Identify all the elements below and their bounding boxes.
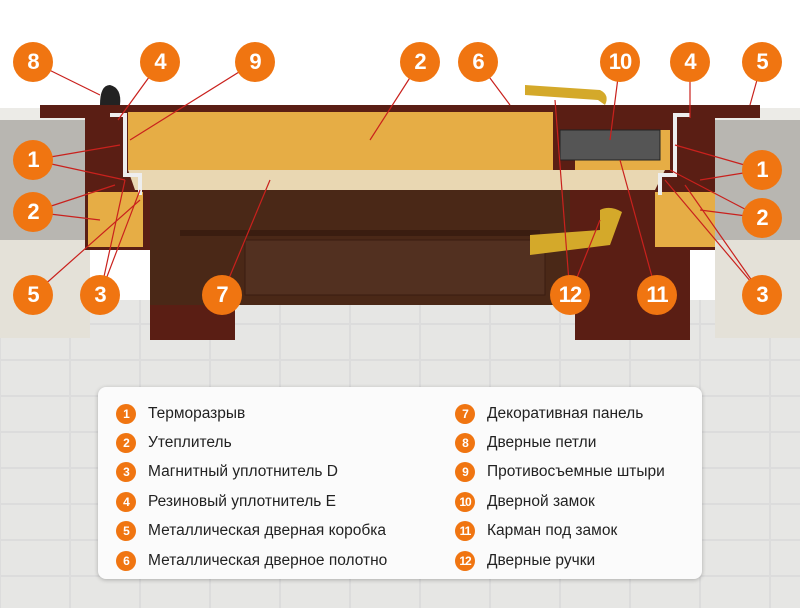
callout-3: 3 — [742, 275, 782, 315]
number-badge: 5 — [116, 521, 136, 542]
callout-10: 10 — [600, 42, 640, 82]
door-handle-top — [525, 85, 607, 105]
callout-3: 3 — [80, 275, 120, 315]
legend-label: Декоративная панель — [487, 404, 644, 422]
legend-item: 8 Дверные петли — [455, 428, 665, 457]
legend-item: 9 Противосъемные штыри — [455, 458, 665, 487]
legend-left-column: 1 Терморазрыв 2 Утеплитель 3 Магнитный упло… — [116, 399, 387, 575]
legend-label: Утеплитель — [148, 434, 232, 452]
number-badge: 2 — [116, 433, 136, 454]
legend-panel: 1 Терморазрыв 2 Утеплитель 3 Магнитный упло… — [98, 387, 702, 579]
lock — [559, 129, 661, 161]
legend-item: 11 Карман под замок — [455, 517, 665, 546]
callout-2: 2 — [13, 192, 53, 232]
callout-1: 1 — [13, 140, 53, 180]
callout-4: 4 — [140, 42, 180, 82]
legend-item: 3 Магнитный уплотнитель D — [116, 458, 387, 487]
legend-item: 7 Декоративная панель — [455, 399, 665, 428]
number-badge: 12 — [455, 550, 475, 571]
number-badge: 11 — [455, 521, 475, 542]
callout-7: 7 — [202, 275, 242, 315]
legend-label: Резиновый уплотнитель E — [148, 492, 336, 510]
legend-label: Дверной замок — [487, 492, 595, 510]
legend-label: Металлическая дверное полотно — [148, 551, 388, 569]
hinge — [100, 85, 121, 105]
callout-8: 8 — [13, 42, 53, 82]
number-badge: 9 — [455, 462, 475, 483]
legend-label: Карман под замок — [487, 522, 618, 540]
decorative-panel — [128, 170, 665, 190]
legend-label: Магнитный уплотнитель D — [148, 463, 338, 481]
callout-1: 1 — [742, 150, 782, 190]
legend-item: 4 Резиновый уплотнитель E — [116, 487, 387, 516]
insulation — [128, 112, 553, 170]
legend-label: Дверные ручки — [487, 551, 596, 569]
callout-5: 5 — [742, 42, 782, 82]
legend-label: Дверные петли — [487, 434, 597, 452]
legend-item: 6 Металлическая дверное полотно — [116, 546, 387, 575]
callout-11: 11 — [637, 275, 677, 315]
callout-6: 6 — [458, 42, 498, 82]
number-badge: 10 — [455, 491, 475, 512]
door-handle-bottom — [530, 207, 622, 255]
legend-item: 12 Дверные ручки — [455, 546, 665, 575]
legend-item: 5 Металлическая дверная коробка — [116, 517, 387, 546]
callout-5: 5 — [13, 275, 53, 315]
callout-9: 9 — [235, 42, 275, 82]
legend-label: Противосъемные штыри — [487, 463, 665, 481]
number-badge: 1 — [116, 403, 136, 424]
legend-item: 2 Утеплитель — [116, 428, 387, 457]
callout-2: 2 — [400, 42, 440, 82]
number-badge: 7 — [455, 403, 475, 424]
number-badge: 3 — [116, 462, 136, 483]
number-badge: 4 — [116, 491, 136, 512]
legend-item: 10 Дверной замок — [455, 487, 665, 516]
legend-right-column: 7 Декоративная панель 8 Дверные петли 9 Про… — [455, 399, 665, 575]
callout-12: 12 — [550, 275, 590, 315]
legend-item: 1 Терморазрыв — [116, 399, 387, 428]
legend-label: Терморазрыв — [148, 404, 246, 422]
number-badge: 6 — [116, 550, 136, 571]
callout-4: 4 — [670, 42, 710, 82]
legend-label: Металлическая дверная коробка — [148, 522, 387, 540]
callout-2: 2 — [742, 198, 782, 238]
number-badge: 8 — [455, 433, 475, 454]
